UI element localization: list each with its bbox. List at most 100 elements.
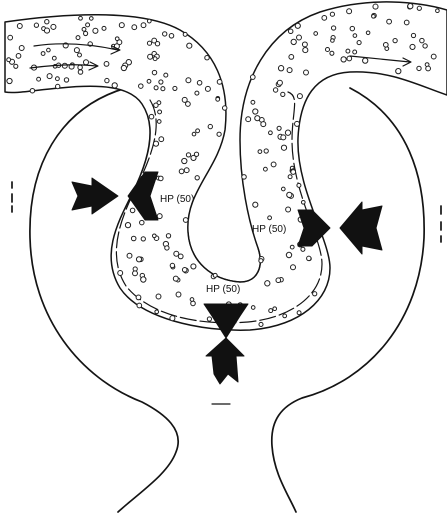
blood-cell	[269, 309, 273, 313]
blood-cell	[139, 84, 144, 89]
blood-cell	[325, 47, 329, 51]
blood-cell	[159, 176, 164, 181]
blood-cell	[383, 42, 388, 47]
blood-cell	[166, 234, 170, 238]
blood-cell	[330, 51, 334, 55]
blood-cell	[78, 70, 83, 75]
blood-cell	[45, 20, 49, 24]
blood-cell	[195, 176, 199, 180]
bottom-opposing-arrow	[206, 338, 244, 384]
blood-cell	[264, 149, 268, 153]
blood-cell	[277, 80, 282, 85]
blood-cell	[410, 44, 415, 49]
capillary-lumen	[5, 2, 447, 330]
blood-cell	[346, 49, 350, 53]
blood-cell	[153, 141, 158, 146]
blood-cell	[154, 86, 158, 90]
blood-cell	[205, 55, 209, 59]
blood-cell	[431, 54, 436, 59]
blood-cell	[155, 310, 159, 314]
blood-cell	[347, 56, 352, 61]
blood-cell	[205, 86, 210, 91]
blood-cell	[7, 58, 11, 62]
blood-cell	[37, 77, 41, 81]
blood-cell	[164, 73, 168, 77]
blood-cell	[132, 25, 137, 30]
blood-cell	[271, 162, 276, 167]
blood-cell	[161, 87, 165, 91]
blood-cell	[331, 26, 335, 30]
blood-cell	[297, 35, 302, 40]
blood-cell	[127, 253, 132, 258]
blood-cell	[278, 66, 283, 71]
blood-cell	[297, 311, 301, 315]
blood-cell	[153, 57, 157, 61]
blood-cell	[78, 53, 82, 57]
blood-cell	[154, 103, 158, 107]
blood-cell	[14, 64, 18, 68]
left-opposing-arrow	[72, 178, 118, 214]
blood-cell	[255, 116, 260, 121]
blood-cell	[259, 259, 263, 263]
blood-cell	[147, 41, 151, 45]
blood-cell	[7, 78, 12, 83]
blood-cell	[411, 33, 415, 37]
blood-cell	[258, 150, 262, 154]
blood-cell	[253, 109, 258, 114]
blood-cell	[82, 27, 86, 31]
blood-cell	[288, 175, 292, 179]
blood-cell	[102, 26, 106, 30]
blood-cell	[105, 78, 109, 82]
blood-cell	[55, 77, 59, 81]
blood-cell	[291, 265, 296, 270]
blood-cell	[159, 137, 164, 142]
blood-cell	[141, 23, 146, 28]
blood-cell	[285, 130, 290, 135]
blood-cell	[420, 38, 424, 42]
blood-cell	[183, 32, 187, 36]
blood-cell	[393, 38, 397, 42]
blood-cell	[76, 36, 80, 40]
blood-cell	[250, 75, 255, 80]
blood-cell	[140, 220, 145, 225]
blood-cell	[350, 26, 354, 30]
right-opposing-arrow	[340, 202, 382, 254]
blood-cell	[56, 84, 60, 88]
blood-cell	[313, 292, 317, 296]
blood-cell	[366, 31, 370, 35]
blood-cell	[165, 246, 169, 250]
blood-cell	[216, 97, 220, 101]
hp-left-label: HP (50)	[160, 194, 194, 205]
blood-cell	[197, 81, 202, 86]
blood-cell	[331, 39, 335, 43]
blood-cell	[207, 317, 211, 321]
blood-cell	[191, 301, 196, 306]
blood-cell	[184, 168, 189, 173]
blood-cell	[74, 48, 79, 53]
blood-cell	[84, 31, 88, 35]
blood-cell	[302, 42, 307, 47]
blood-cell	[273, 307, 277, 311]
blood-cell	[417, 66, 421, 70]
blood-cell	[133, 271, 138, 276]
blood-cell	[273, 88, 277, 92]
blood-cell	[192, 132, 196, 136]
blood-cell	[104, 61, 109, 66]
blood-cell	[78, 65, 83, 70]
blood-cell	[353, 34, 357, 38]
blood-cell	[281, 135, 286, 140]
blood-cell	[387, 19, 392, 24]
blood-cell	[79, 16, 83, 20]
blood-cell	[119, 23, 124, 28]
blood-cell	[158, 110, 162, 114]
blood-cell	[186, 78, 191, 83]
blood-cell	[41, 52, 45, 56]
blood-cell	[191, 264, 196, 269]
blood-cell	[288, 29, 293, 34]
blood-cell	[118, 271, 123, 276]
blood-cell	[259, 322, 263, 326]
blood-cell	[268, 216, 272, 220]
blood-cell	[86, 23, 90, 27]
blood-cell	[396, 68, 401, 73]
blood-cell	[170, 263, 174, 267]
